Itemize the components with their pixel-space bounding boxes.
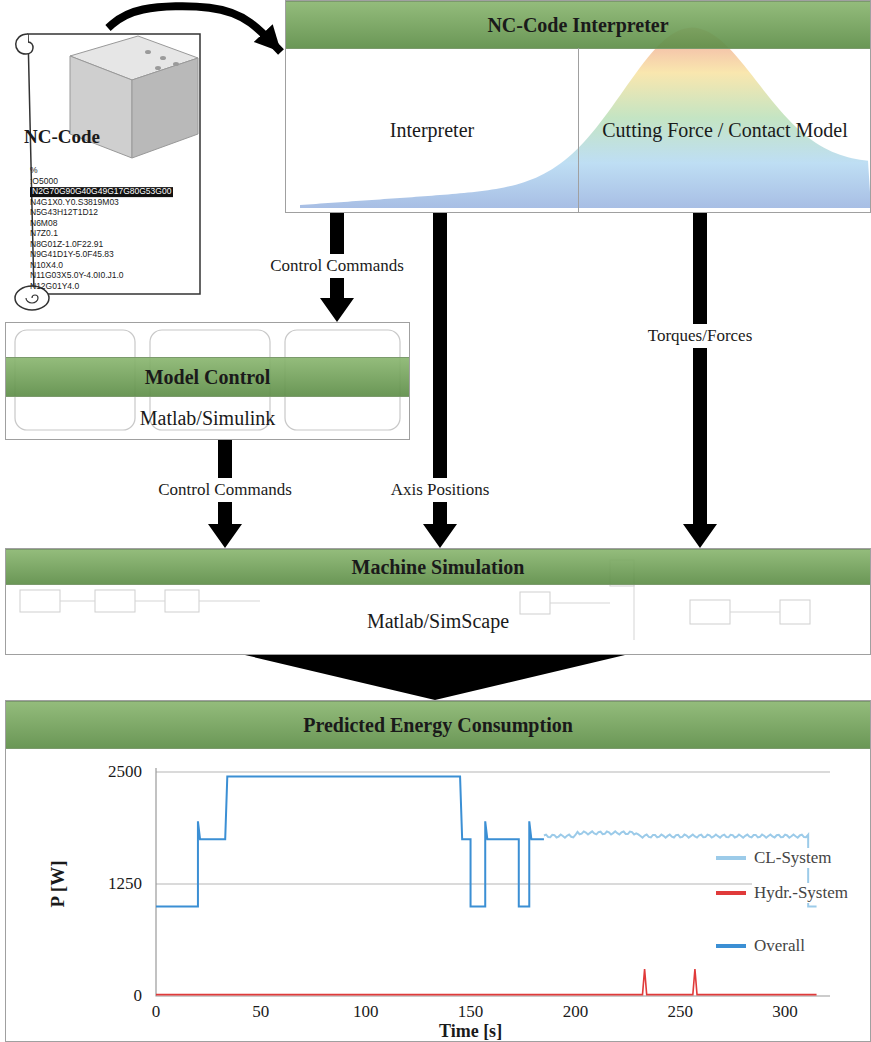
axis-tick: 0 xyxy=(134,986,143,1006)
workpiece-hole xyxy=(173,62,179,66)
axis-tick: 150 xyxy=(458,1002,484,1022)
legend-swatch xyxy=(716,856,746,860)
flow-arrow xyxy=(320,213,354,322)
body-area: Cutting Force / Contact Model xyxy=(579,48,871,213)
heading-text: Machine Simulation xyxy=(352,556,525,579)
body-text: Matlab/SimScape xyxy=(367,610,509,633)
legend-entry: Hydr.-System xyxy=(716,883,850,903)
legend-text: Overall xyxy=(752,936,807,956)
body-text: Cutting Force / Contact Model xyxy=(602,119,848,142)
workpiece-side xyxy=(132,58,198,158)
legend-swatch xyxy=(716,891,746,895)
header-band: Machine Simulation xyxy=(6,549,870,585)
heading-text: Model Control xyxy=(145,366,271,389)
heading-text: Predicted Energy Consumption xyxy=(303,714,573,737)
panel: Model ControlMatlab/Simulink xyxy=(5,322,410,440)
chart-line xyxy=(156,969,817,995)
header-band: Predicted Energy Consumption xyxy=(6,701,870,749)
body-text: Matlab/Simulink xyxy=(140,407,276,430)
scroll-roll xyxy=(26,295,38,303)
connector-label-text: Torques/Forces xyxy=(648,326,753,345)
grid-line xyxy=(156,772,830,884)
axis-title: P [W] xyxy=(47,861,69,908)
scroll-paper xyxy=(28,34,200,294)
simscape-block xyxy=(690,600,730,624)
sub-box: Interpreter xyxy=(286,48,579,213)
axis-tick: 200 xyxy=(563,1002,589,1022)
simscape-block xyxy=(780,600,810,624)
axis-tick: 1250 xyxy=(108,874,142,894)
heading-text: NC-Code xyxy=(24,126,100,147)
connector-label-text: Control Commands xyxy=(158,480,292,499)
panel: NC-Code InterpreterInterpreter Cutting Fo… xyxy=(285,0,871,213)
legend-text: Hydr.-System xyxy=(752,883,850,903)
chart-axis xyxy=(156,768,830,996)
legend-entry: CL-System xyxy=(716,848,833,868)
body-area: Interpreter xyxy=(286,48,578,213)
output-arrow xyxy=(245,655,625,700)
axis-tick: 300 xyxy=(772,1002,798,1022)
header-band: Model Control xyxy=(6,357,409,397)
body-area: Matlab/SimScape xyxy=(6,597,870,645)
axis-tick: 2500 xyxy=(108,762,142,782)
legend-swatch xyxy=(716,944,746,948)
connector-label: Control Commands xyxy=(154,478,296,502)
panel: Machine SimulationMatlab/SimScape xyxy=(5,548,871,655)
surface-plot xyxy=(300,28,871,208)
legend-text: CL-System xyxy=(752,848,833,868)
connector-label: Torques/Forces xyxy=(644,324,757,348)
title-area: NC-Code xyxy=(24,126,100,148)
connector-label-text: Axis Positions xyxy=(391,480,490,499)
chart-line xyxy=(156,776,544,906)
axis-title: Time [s] xyxy=(439,1021,502,1042)
workpiece-hole xyxy=(160,56,166,60)
panel: Predicted Energy Consumption xyxy=(5,700,871,1042)
scroll-outline xyxy=(8,22,208,317)
sub-box: Cutting Force / Contact Model xyxy=(579,48,871,213)
simscape-block xyxy=(20,590,60,612)
connector-label-text: Control Commands xyxy=(270,256,404,275)
axis-tick: 100 xyxy=(353,1002,379,1022)
legend-entry: Overall xyxy=(716,936,807,956)
flow-arrow xyxy=(208,440,242,548)
document-scroll: NC-Code xyxy=(8,22,208,317)
simscape-block xyxy=(165,590,199,612)
simscape-block xyxy=(520,592,550,614)
body-text: Interpreter xyxy=(390,119,474,142)
heading-text: NC-Code Interpreter xyxy=(487,14,668,37)
scroll-roll xyxy=(16,34,33,54)
simscape-block xyxy=(95,590,135,612)
axis-tick: 250 xyxy=(668,1002,694,1022)
body-area: Matlab/Simulink xyxy=(6,397,409,439)
axis-tick: 50 xyxy=(252,1002,269,1022)
connector-label: Axis Positions xyxy=(387,478,494,502)
axis-tick: 0 xyxy=(152,1002,161,1022)
flow-arrow xyxy=(683,213,717,548)
chart-line xyxy=(544,831,817,906)
workpiece-hole xyxy=(155,66,161,70)
connector-label: Control Commands xyxy=(266,254,408,278)
workpiece-hole xyxy=(145,50,151,54)
header-band: NC-Code Interpreter xyxy=(286,1,870,49)
flow-arrow xyxy=(423,213,457,548)
scroll-roll xyxy=(15,286,49,310)
